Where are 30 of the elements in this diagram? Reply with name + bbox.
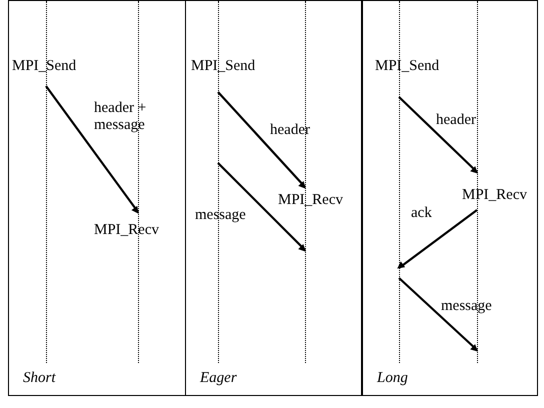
call-label: MPI_Send [12,58,76,75]
lifeline [46,1,47,363]
call-label: MPI_Recv [462,187,527,204]
call-label: MPI_Send [375,58,440,75]
call-label: MPI_Send [191,58,256,75]
message-arrow [397,209,478,269]
message-arrow [398,277,478,352]
call-label: MPI_Recv [94,222,159,239]
panel [362,0,538,396]
edge-label: message [195,207,246,224]
message-arrow [45,85,139,214]
lifeline [138,1,139,363]
edge-label: header + message [94,100,148,134]
panel [185,0,362,396]
panel-title: Long [377,370,408,387]
lifeline [218,1,219,363]
lifeline [305,1,306,363]
message-arrow [217,162,306,252]
panel [8,0,186,396]
call-label: MPI_Recv [278,192,343,209]
panel-title: Short [23,370,56,387]
edge-label: header [436,112,476,129]
edge-label: header [270,122,310,139]
panel-title: Eager [200,370,237,387]
message-arrow [398,96,478,174]
lifeline [477,1,478,363]
message-arrow [217,91,306,189]
lifeline [399,1,400,363]
edge-label: ack [411,205,432,222]
edge-label: message [441,298,492,315]
